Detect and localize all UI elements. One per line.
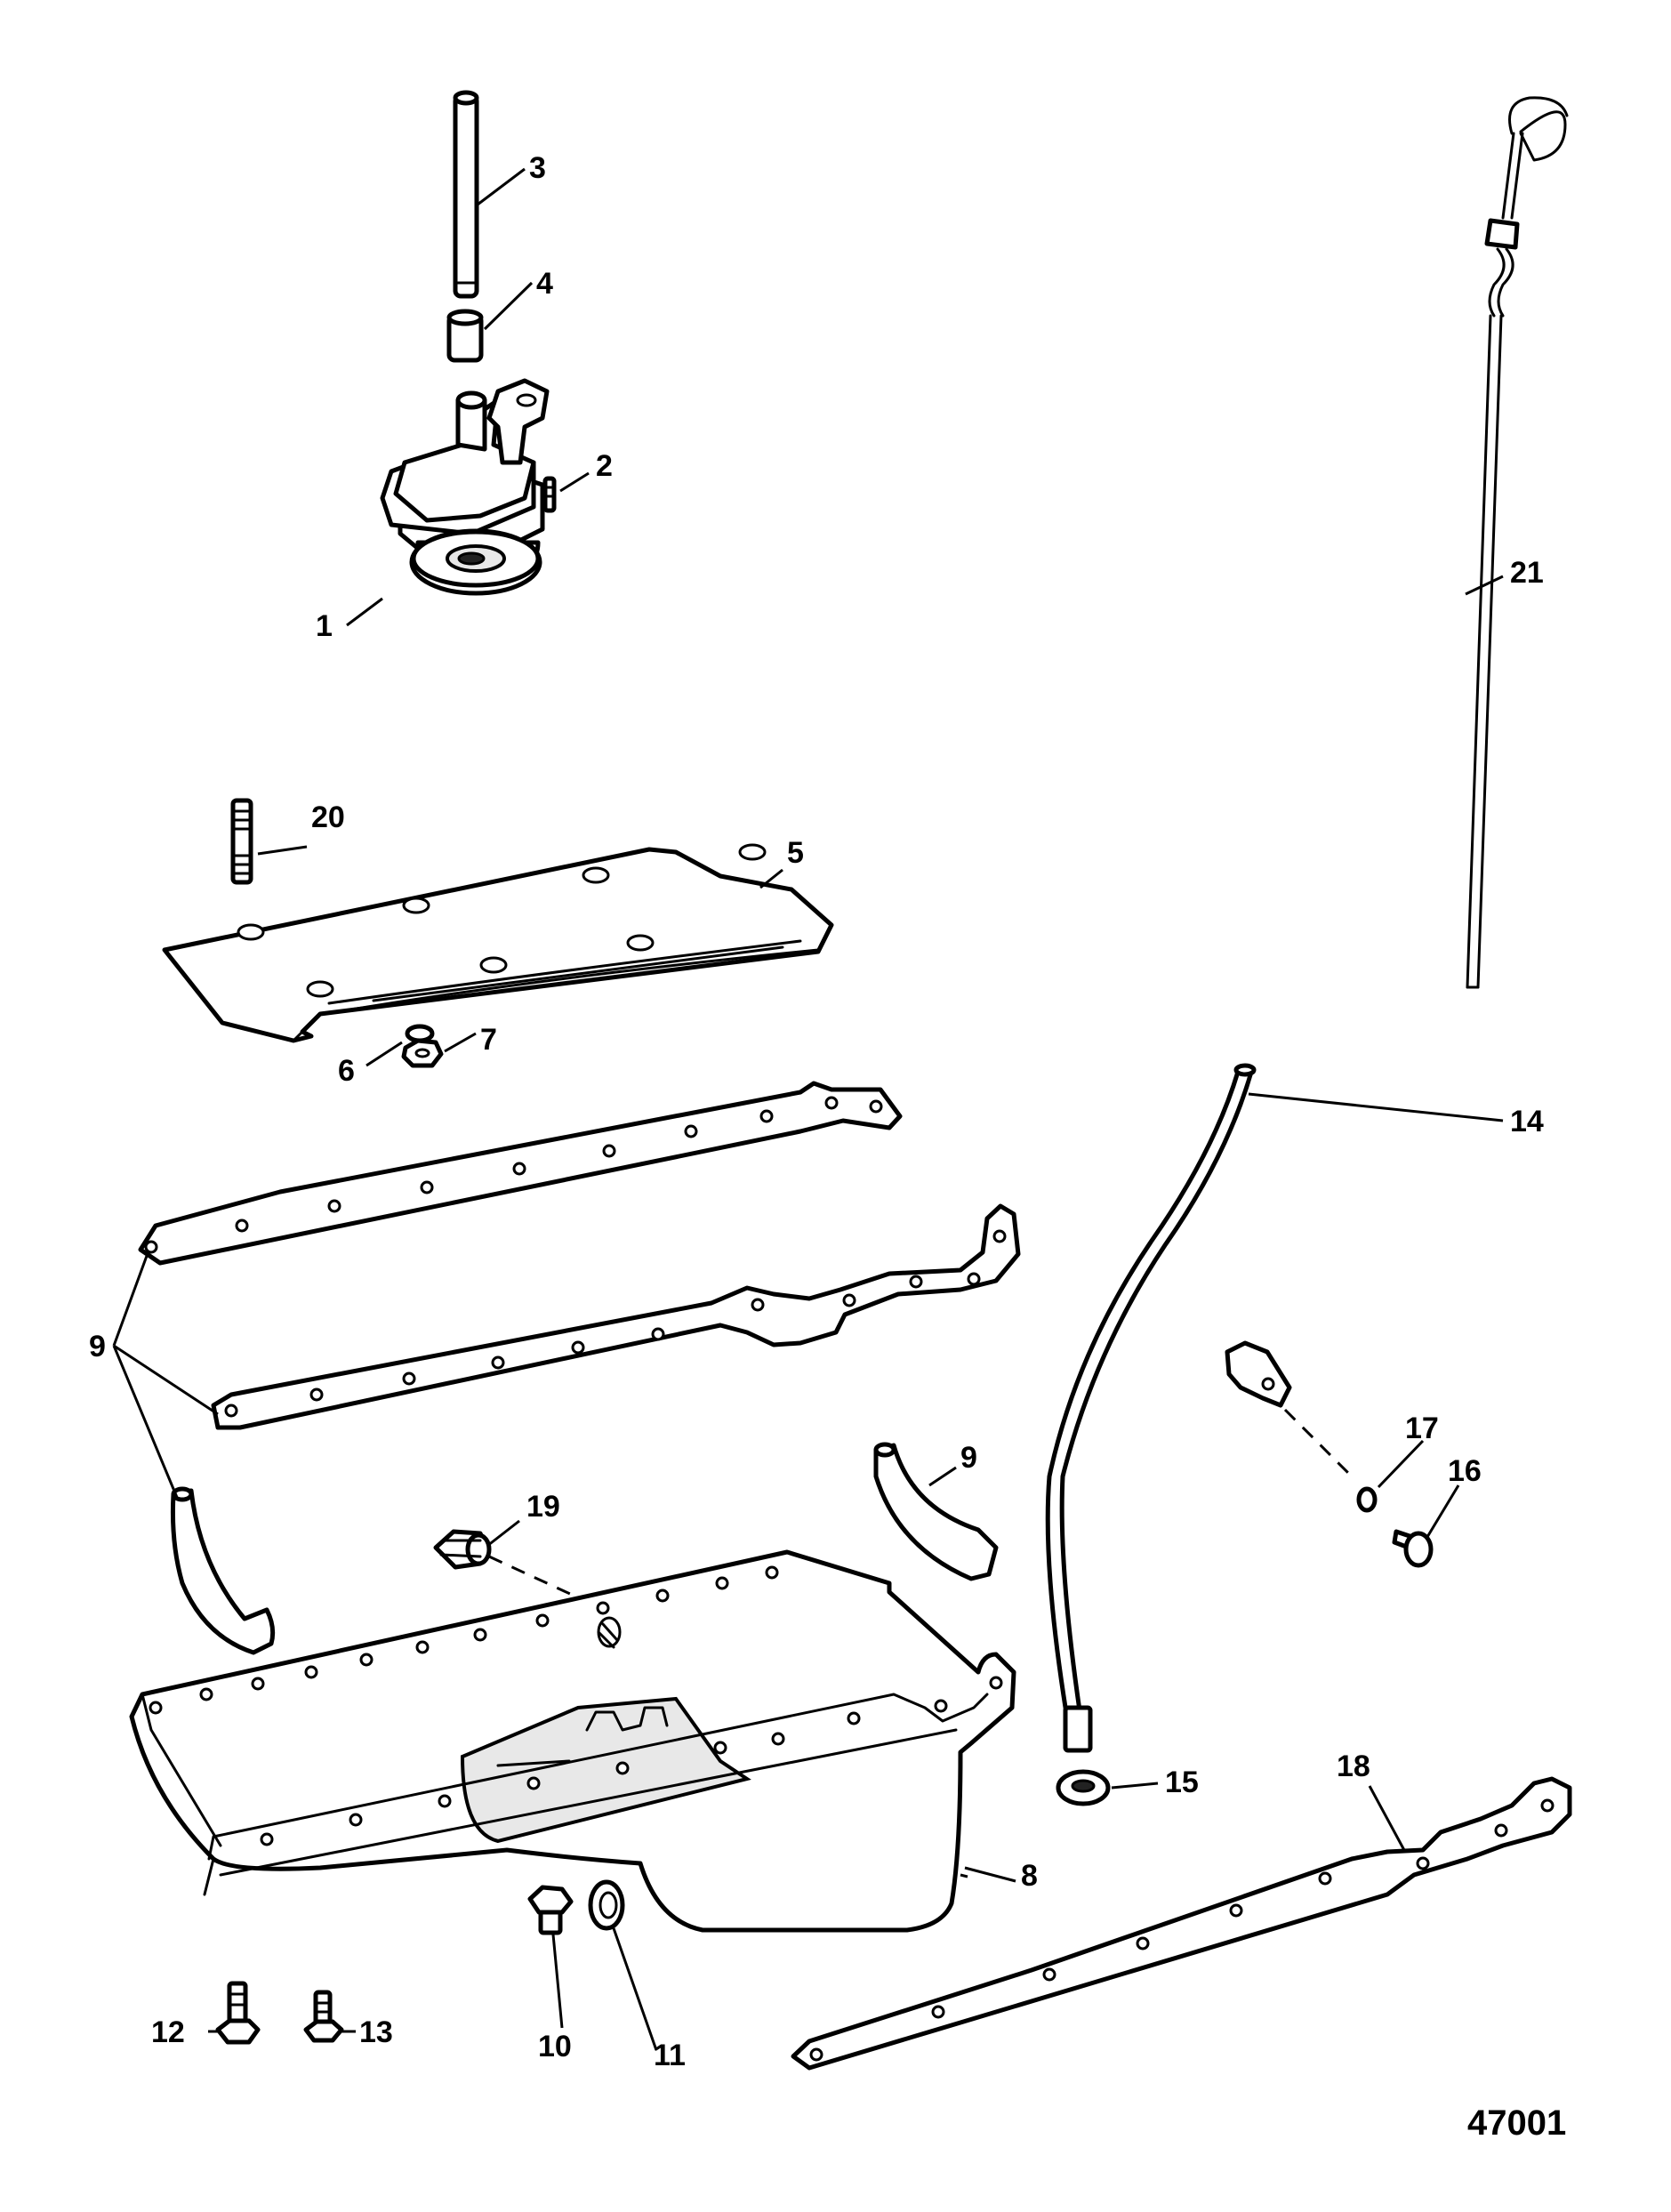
shaft-sleeve <box>446 309 484 363</box>
tube-seal <box>1056 1769 1111 1806</box>
pipe-plug <box>433 1529 492 1570</box>
callout-19: 19 <box>526 1490 560 1524</box>
clip-guide-line <box>1283 1408 1354 1478</box>
callout-12: 12 <box>151 2015 185 2049</box>
callout-7: 7 <box>480 1023 497 1057</box>
drain-plug <box>527 1885 574 1935</box>
callout-labels: 3 4 2 1 20 5 6 7 9 9 19 8 10 11 12 13 21… <box>89 151 1566 2143</box>
stud <box>230 798 253 885</box>
washer-17 <box>1356 1486 1378 1513</box>
tube-clip <box>1225 1340 1292 1408</box>
end-seal-right <box>873 1442 999 1581</box>
callout-15: 15 <box>1165 1766 1199 1799</box>
side-gasket-right <box>211 1203 1021 1430</box>
callout-9-left: 9 <box>89 1330 106 1363</box>
callout-17: 17 <box>1405 1412 1439 1445</box>
callout-6: 6 <box>338 1054 355 1088</box>
end-seal-left <box>170 1486 276 1655</box>
callout-3: 3 <box>529 151 546 185</box>
callout-8: 8 <box>1021 1859 1038 1893</box>
oil-pump <box>380 378 550 596</box>
callout-4: 4 <box>536 267 553 301</box>
callout-16: 16 <box>1448 1454 1482 1488</box>
pump-pin <box>542 476 557 513</box>
callout-21: 21 <box>1510 556 1544 590</box>
rear-gasket <box>791 1776 1572 2071</box>
callout-20: 20 <box>311 800 345 834</box>
screw-16 <box>1392 1529 1434 1568</box>
washer-6 <box>405 1024 435 1043</box>
callout-18: 18 <box>1337 1749 1370 1783</box>
leader-lines <box>112 167 1504 2051</box>
pump-shaft <box>453 90 479 299</box>
oil-pan <box>129 1549 1016 1933</box>
dipstick-tube <box>1045 1063 1257 1753</box>
callout-10: 10 <box>538 2030 572 2063</box>
windage-tray <box>162 843 834 1043</box>
callout-14: 14 <box>1510 1105 1544 1138</box>
drain-washer <box>588 1879 625 1931</box>
dipstick <box>1466 96 1569 989</box>
callout-2: 2 <box>596 449 613 483</box>
side-gasket-left <box>138 1081 903 1266</box>
bolt-13 <box>303 1990 344 2043</box>
nut-7 <box>401 1038 444 1068</box>
callout-5: 5 <box>787 836 804 870</box>
figure-number: 47001 <box>1467 2103 1566 2143</box>
callout-13: 13 <box>359 2015 393 2049</box>
callout-11: 11 <box>654 2039 686 2072</box>
callout-9-right: 9 <box>960 1441 977 1475</box>
callout-1: 1 <box>316 609 333 643</box>
bolt-12 <box>215 1981 261 2045</box>
